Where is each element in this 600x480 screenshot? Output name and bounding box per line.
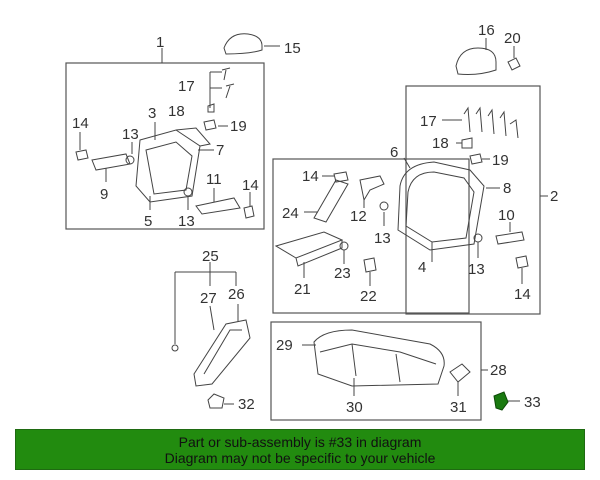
parts-group-6-left bbox=[274, 171, 389, 286]
callout-14-a: 14 bbox=[72, 115, 89, 132]
callout-30: 30 bbox=[346, 399, 363, 416]
callout-28: 28 bbox=[490, 362, 507, 379]
hooks-17-left bbox=[203, 67, 235, 131]
seatback-left bbox=[135, 122, 214, 210]
callout-21: 21 bbox=[294, 281, 311, 298]
hooks-17-right bbox=[442, 106, 519, 165]
headrest-left bbox=[223, 33, 280, 55]
callout-18-right: 18 bbox=[432, 135, 449, 152]
callout-25: 25 bbox=[202, 248, 219, 265]
part-33-highlighted bbox=[493, 391, 520, 411]
callout-23: 23 bbox=[334, 265, 351, 282]
callout-18-left: 18 bbox=[168, 103, 185, 120]
group-box-1 bbox=[65, 62, 265, 230]
callout-14-c: 14 bbox=[302, 168, 319, 185]
callout-31: 31 bbox=[450, 399, 467, 416]
callout-16: 16 bbox=[478, 22, 495, 39]
parts-9-13-14-left bbox=[75, 132, 255, 219]
callout-1: 1 bbox=[156, 34, 164, 51]
callout-20: 20 bbox=[504, 30, 521, 47]
callout-5: 5 bbox=[144, 213, 152, 230]
callout-13-b: 13 bbox=[178, 213, 195, 230]
callout-8: 8 bbox=[503, 180, 511, 197]
armrest-assembly bbox=[171, 262, 251, 409]
callout-9: 9 bbox=[100, 186, 108, 203]
callout-11: 11 bbox=[206, 171, 222, 188]
callout-12: 12 bbox=[350, 208, 367, 225]
callout-14-b: 14 bbox=[242, 177, 259, 194]
banner-line-2: Diagram may not be specific to your vehi… bbox=[164, 449, 436, 466]
info-banner: Part or sub-assembly is #33 in diagram D… bbox=[15, 429, 585, 470]
callout-17-right: 17 bbox=[420, 113, 437, 130]
banner-line-1: Part or sub-assembly is #33 in diagram bbox=[178, 433, 422, 450]
callout-2: 2 bbox=[550, 188, 558, 205]
headrest-right bbox=[455, 38, 521, 75]
callout-13-d: 13 bbox=[468, 261, 485, 278]
callout-19-right: 19 bbox=[492, 152, 509, 169]
callout-10: 10 bbox=[498, 207, 515, 224]
callout-6: 6 bbox=[390, 144, 398, 161]
callout-17-left: 17 bbox=[178, 78, 195, 95]
callout-3: 3 bbox=[148, 105, 156, 122]
callout-22: 22 bbox=[360, 288, 377, 305]
group-box-2 bbox=[405, 85, 541, 315]
seatback-right bbox=[397, 157, 500, 262]
callout-33: 33 bbox=[524, 394, 541, 411]
callout-4: 4 bbox=[418, 259, 426, 276]
callout-24: 24 bbox=[282, 205, 299, 222]
callout-27: 27 bbox=[200, 290, 217, 307]
callout-14-d: 14 bbox=[514, 286, 531, 303]
parts-right-misc bbox=[473, 222, 529, 284]
callout-19-left: 19 bbox=[230, 118, 247, 135]
callout-15: 15 bbox=[284, 40, 301, 57]
callout-13-c: 13 bbox=[374, 230, 391, 247]
callout-13-a: 13 bbox=[122, 126, 139, 143]
seat-cushion bbox=[302, 329, 471, 396]
group-box-28 bbox=[270, 321, 482, 421]
callout-29: 29 bbox=[276, 337, 293, 354]
callout-7: 7 bbox=[216, 142, 224, 159]
callout-32: 32 bbox=[238, 396, 255, 413]
group-box-6 bbox=[272, 158, 470, 314]
callout-26: 26 bbox=[228, 286, 245, 303]
